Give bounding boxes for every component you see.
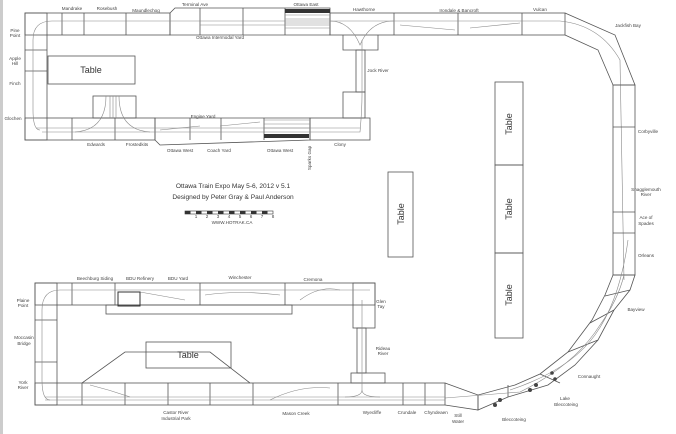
table-label: Table [504, 284, 514, 306]
hotrak-url: WWW.HOTRAK.CA [212, 220, 254, 225]
diagram-title: Ottawa Train Expo May 5-6, 2012 v 5.1 [176, 183, 291, 190]
scale-tick: 8 [272, 214, 275, 219]
station-label: Bridge [17, 341, 31, 346]
station-label: Point [18, 303, 29, 308]
station-label: Vulcan [533, 7, 547, 12]
station-label: Cremona [304, 277, 323, 282]
station-label: Lake [560, 396, 570, 401]
station-label: Plaine [17, 298, 30, 303]
station-label: Finch [9, 81, 21, 86]
station-label: Clony [334, 142, 346, 147]
table-right-3 [494, 252, 524, 339]
station-label: Industrial Park [161, 416, 191, 421]
station-label: BDU Refinery [126, 276, 155, 281]
station-label: Tay [377, 304, 385, 309]
right-side-track [444, 239, 629, 407]
station-label: River [641, 192, 652, 197]
station-label: Connaught [578, 374, 601, 379]
scale-bar: 1 2 3 4 5 6 7 8 WWW.HOTRAK.CA [184, 210, 275, 225]
station-label: Rideau [376, 346, 391, 351]
table-label: Table [504, 113, 514, 135]
station-label: Glochen [4, 116, 22, 121]
page-edge [0, 0, 3, 434]
table-label: Table [177, 350, 199, 360]
station-label: Moccasin [14, 335, 34, 340]
station-label: Ottawa Intermodal Yard [196, 35, 245, 40]
table-label: Table [396, 203, 406, 225]
ottawa-west-yard [264, 134, 309, 138]
scale-tick: 5 [239, 214, 242, 219]
station-label: York [18, 380, 28, 385]
scale-tick: 3 [217, 214, 220, 219]
upper-loop-modules [24, 7, 636, 146]
station-label: Ace of [639, 215, 653, 220]
table-label: Table [504, 198, 514, 220]
upper-loop-labels: Mandrake Rosebush Maundlechog Terminal A… [4, 2, 641, 170]
station-label: Ottawa West [167, 148, 194, 153]
station-label: Maundlechog [132, 8, 160, 13]
station-label: Apple [9, 56, 21, 61]
station-label: Hill [12, 61, 18, 66]
station-label: Jackfish Bay [615, 23, 641, 28]
station-label: Spades [638, 221, 654, 226]
diagram-subtitle: Designed by Peter Gray & Paul Anderson [172, 194, 294, 201]
station-label: Wyecliffe [363, 410, 382, 415]
station-label: Snagglemouth [631, 187, 661, 192]
station-label: Winchester [229, 275, 252, 280]
station-label: Chyndeaen [424, 410, 448, 415]
station-label: River [18, 385, 29, 390]
station-label: River [378, 351, 389, 356]
scale-tick: 7 [261, 214, 264, 219]
lower-loop-modules [34, 282, 446, 406]
station-label: Ottawa East [293, 2, 319, 7]
scale-tick: 1 [195, 214, 198, 219]
station-label: Mason Creek [282, 411, 310, 416]
station-label: Frostedkits [126, 142, 149, 147]
station-label: Hawthorne [353, 7, 376, 12]
station-label: Bleccoteing [502, 417, 526, 422]
station-label: Orleans [638, 253, 655, 258]
right-side-modules [444, 84, 636, 411]
scale-tick: 4 [228, 214, 231, 219]
station-label: Corbyville [638, 129, 659, 134]
station-label: Irondale & Bancroft [439, 8, 479, 13]
station-label: Ottawa West [267, 148, 294, 153]
scale-tick: 6 [250, 214, 253, 219]
table-center [387, 171, 414, 258]
station-label: Terminal Ave [182, 2, 209, 7]
lower-loop-track [41, 288, 445, 401]
lower-loop-labels: Beechburg Siding BDU Refinery BDU Yard W… [14, 275, 390, 421]
station-label: Pine [10, 28, 20, 33]
station-label: Sparks Gap [307, 145, 312, 170]
table-upper-left [47, 55, 136, 85]
station-label: Glen [376, 299, 386, 304]
station-label: Bleccoteing [554, 402, 578, 407]
station-label: Crundale [398, 410, 417, 415]
right-side-labels: Corbyville Snagglemouth River Ace of Spa… [398, 129, 662, 424]
table-label: Table [80, 65, 102, 75]
ottawa-east-yard [285, 9, 330, 13]
station-label: Jock River [367, 68, 389, 73]
station-label: Edwards [87, 142, 106, 147]
upper-loop-track [32, 9, 625, 281]
station-label: BDU Yard [168, 276, 189, 281]
table-lower [145, 341, 232, 369]
station-label: Coach Yard [207, 148, 231, 153]
tables: Table Table Table Table Table Table [47, 55, 524, 369]
station-label: Castor River [163, 410, 189, 415]
scale-tick: 2 [206, 214, 209, 219]
station-label: Engine Yard [191, 114, 216, 119]
station-label: Rosebush [97, 6, 118, 11]
station-label: Mandrake [62, 6, 83, 11]
station-label: Beechburg Siding [77, 276, 114, 281]
station-label: Water [452, 419, 465, 424]
station-label: Point [10, 33, 21, 38]
station-label: Still [454, 413, 461, 418]
station-label: Bayview [627, 307, 645, 312]
